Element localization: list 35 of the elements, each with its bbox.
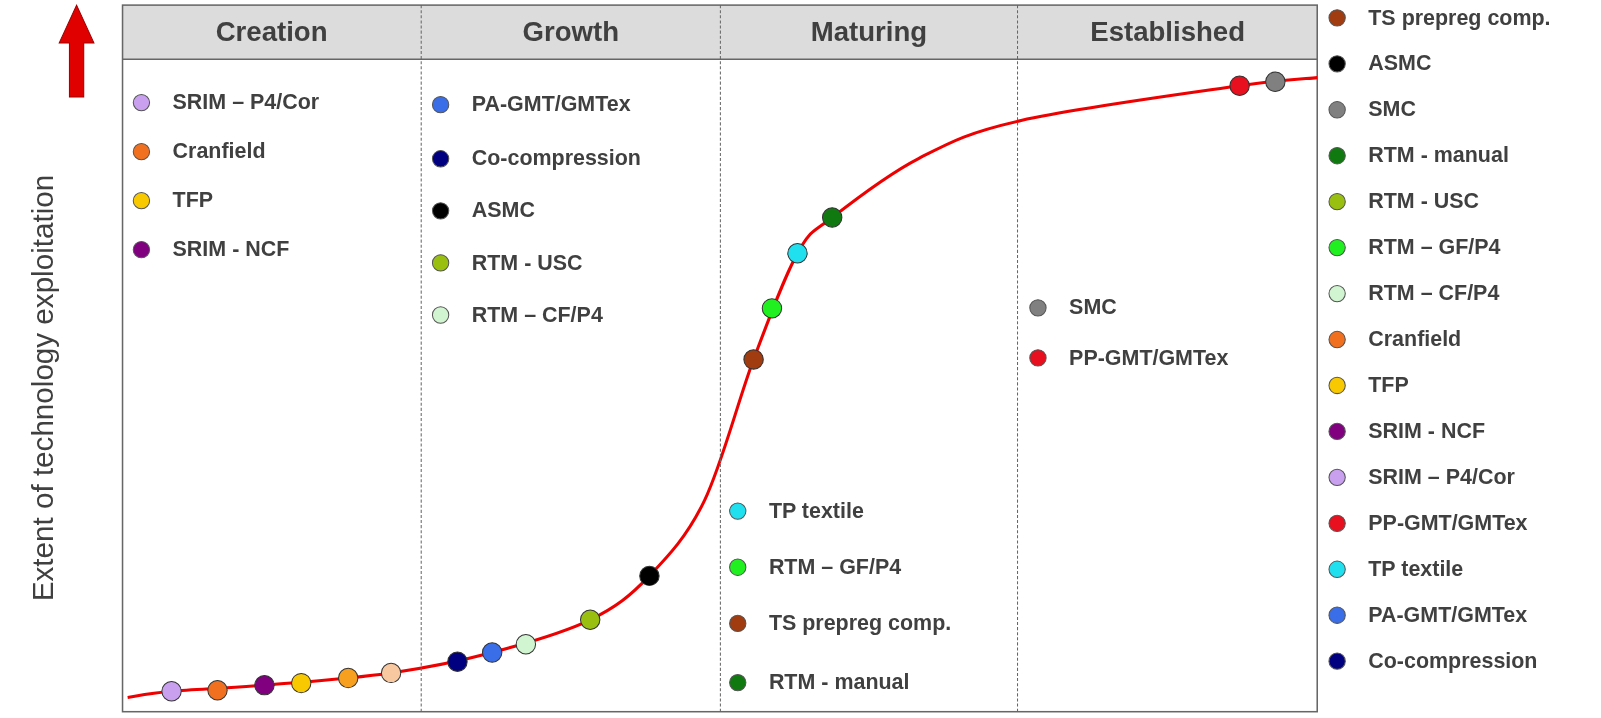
- legend-label: TFP: [1368, 372, 1409, 398]
- legend-label: SRIM – P4/Cor: [1368, 464, 1515, 490]
- legend-label: PA-GMT/GMTex: [1368, 602, 1528, 627]
- item-label: RTM - USC: [471, 250, 583, 275]
- legend-label: TP textile: [1368, 556, 1464, 581]
- legend-label: Co-compression: [1368, 648, 1538, 673]
- item-label: TS prepreg comp.: [768, 610, 952, 636]
- axis-label: Extent of technology exploitation: [26, 174, 60, 602]
- legend-label: ASMC: [1368, 51, 1432, 76]
- item-label: Cranfield: [172, 138, 266, 164]
- legend-label: TS prepreg comp.: [1368, 5, 1551, 30]
- phase-heading: Maturing: [809, 15, 929, 49]
- phase-heading: Growth: [521, 15, 621, 49]
- item-label: ASMC: [471, 198, 535, 223]
- legend-label: RTM – CF/P4: [1368, 280, 1500, 306]
- legend-label: SRIM - NCF: [1368, 418, 1485, 444]
- legend-label: Cranfield: [1368, 326, 1462, 352]
- phase-heading: Established: [1089, 15, 1246, 49]
- legend-label: RTM – GF/P4: [1368, 234, 1501, 260]
- legend-label: RTM - manual: [1368, 142, 1509, 168]
- item-label: TP textile: [768, 498, 864, 523]
- item-label: Co-compression: [471, 146, 641, 171]
- item-label: RTM - manual: [768, 669, 910, 695]
- legend-label: RTM - USC: [1368, 188, 1480, 214]
- item-label: PP-GMT/GMTex: [1069, 345, 1229, 370]
- item-label: TFP: [172, 187, 214, 213]
- item-label: SMC: [1069, 295, 1117, 320]
- phase-heading: Creation: [214, 15, 329, 49]
- item-label: SRIM - NCF: [172, 236, 290, 262]
- item-label: RTM – GF/P4: [768, 554, 902, 579]
- item-label: RTM – CF/P4: [471, 302, 603, 327]
- legend-label: SMC: [1368, 97, 1416, 122]
- item-label: SRIM – P4/Cor: [172, 89, 320, 115]
- item-label: PA-GMT/GMTex: [471, 91, 631, 117]
- legend-label: PP-GMT/GMTex: [1368, 510, 1528, 536]
